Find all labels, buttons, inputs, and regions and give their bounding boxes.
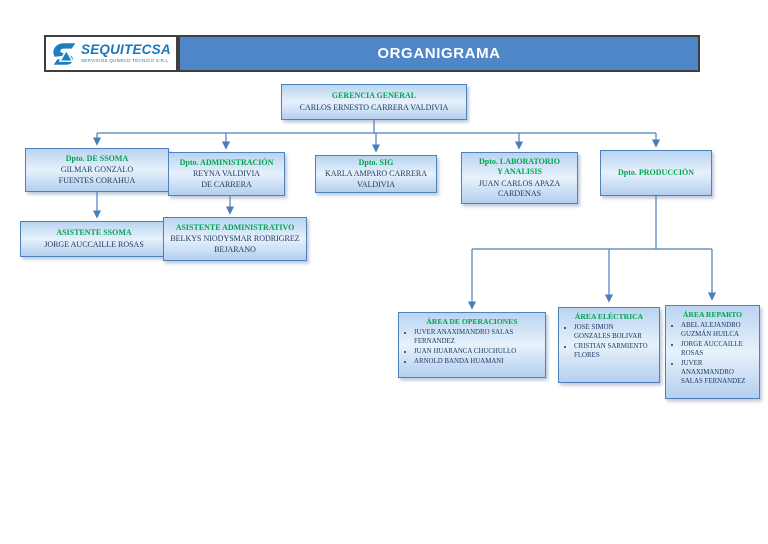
- logo-company-name: SEQUITECSA: [81, 42, 171, 58]
- org-node-dpto-sig: Dpto. SIG KARLA AMPARO CARRERA VALDIVIA: [315, 155, 437, 193]
- member-item: ABEL ALEJANDRO GUZMÁN HUILCA: [681, 322, 754, 340]
- node-title: ÁREA DE OPERACIONES: [426, 317, 518, 326]
- org-node-area-reparto: ÁREA REPARTO ABEL ALEJANDRO GUZMÁN HUILC…: [665, 305, 760, 399]
- node-name: GILMAR GONZALO FUENTES CORAHUA: [58, 165, 136, 185]
- node-title: Dpto. SIG: [358, 157, 394, 167]
- member-list: ABEL ALEJANDRO GUZMÁN HUILCA JORGE AUCCA…: [669, 322, 756, 388]
- member-item: ARNOLD BANDA HUAMANI: [414, 358, 540, 367]
- org-node-dpto-ssoma: Dpto. DE SSOMA GILMAR GONZALO FUENTES CO…: [25, 148, 169, 192]
- member-item: CRISTIAN SARMIENTO FLORES: [574, 343, 654, 361]
- sequitecsa-logo-icon: [53, 42, 76, 65]
- member-item: JUAN HUARANCA CHUCHULLO: [414, 348, 540, 357]
- logo-text: SEQUITECSA SERVICIOS QUÍMICO TÉCNICO S.R…: [81, 43, 171, 63]
- org-node-area-electrica: ÁREA ELÉCTRICA JOSE SIMON GONZALES BOLIV…: [558, 307, 660, 383]
- company-logo: SEQUITECSA SERVICIOS QUÍMICO TÉCNICO S.R…: [44, 35, 178, 72]
- member-list: JOSE SIMON GONZALES BOLIVAR CRISTIAN SAR…: [562, 324, 656, 362]
- node-title: ÁREA REPARTO: [682, 310, 743, 319]
- member-item: JUVER ANAXIMANDRO SALAS FERNANDEZ: [681, 360, 754, 387]
- member-item: JOSE SIMON GONZALES BOLIVAR: [574, 324, 654, 342]
- org-node-area-operaciones: ÁREA DE OPERACIONES JUVER ANAXIMANDRO SA…: [398, 312, 546, 378]
- org-node-asistente-ssoma: ASISTENTE SSOMA JORGE AUCCAILLE ROSAS: [20, 221, 168, 257]
- page-title: ORGANIGRAMA: [178, 35, 700, 72]
- org-node-gerencia-general: GERENCIA GENERAL CARLOS ERNESTO CARRERA …: [281, 84, 467, 120]
- node-title: Dpto. DE SSOMA: [65, 153, 129, 163]
- member-item: JORGE AUCCAILLE ROSAS: [681, 341, 754, 359]
- node-name: REYNA VALDIVIA DE CARRERA: [192, 169, 261, 189]
- member-list: JUVER ANAXIMANDRO SALAS FERNANDEZ JUAN H…: [402, 329, 542, 368]
- org-node-dpto-administracion: Dpto. ADMINISTRACIÓN REYNA VALDIVIA DE C…: [168, 152, 285, 196]
- org-node-dpto-laboratorio: Dpto. LABORATORIO Y ANALISIS JUAN CARLOS…: [461, 152, 578, 204]
- node-title: Dpto. PRODUCCIÓN: [618, 167, 694, 177]
- node-name: JORGE AUCCAILLE ROSAS: [44, 239, 144, 249]
- node-title: Dpto. ADMINISTRACIÓN: [179, 157, 274, 167]
- org-node-asistente-administrativo: ASISTENTE ADMINISTRATIVO BELKYS NIODYSMA…: [163, 217, 307, 261]
- node-name: CARLOS ERNESTO CARRERA VALDIVIA: [299, 102, 449, 112]
- org-node-dpto-produccion: Dpto. PRODUCCIÓN: [600, 150, 712, 196]
- member-item: JUVER ANAXIMANDRO SALAS FERNANDEZ: [414, 329, 540, 347]
- node-name: JUAN CARLOS APAZA CARDENAS: [478, 178, 561, 198]
- node-name: BELKYS NIODYSMAR RODRIGREZ BEJARANO: [170, 234, 300, 254]
- node-title: ÁREA ELÉCTRICA: [574, 312, 644, 321]
- node-title: ASISTENTE SSOMA: [56, 228, 132, 238]
- node-title: Dpto. LABORATORIO Y ANALISIS: [478, 156, 561, 177]
- node-title: ASISTENTE ADMINISTRATIVO: [175, 222, 295, 232]
- node-name: KARLA AMPARO CARRERA VALDIVIA: [325, 169, 427, 189]
- logo-tagline: SERVICIOS QUÍMICO TÉCNICO S.R.L.: [81, 57, 170, 63]
- node-title: GERENCIA GENERAL: [331, 91, 417, 101]
